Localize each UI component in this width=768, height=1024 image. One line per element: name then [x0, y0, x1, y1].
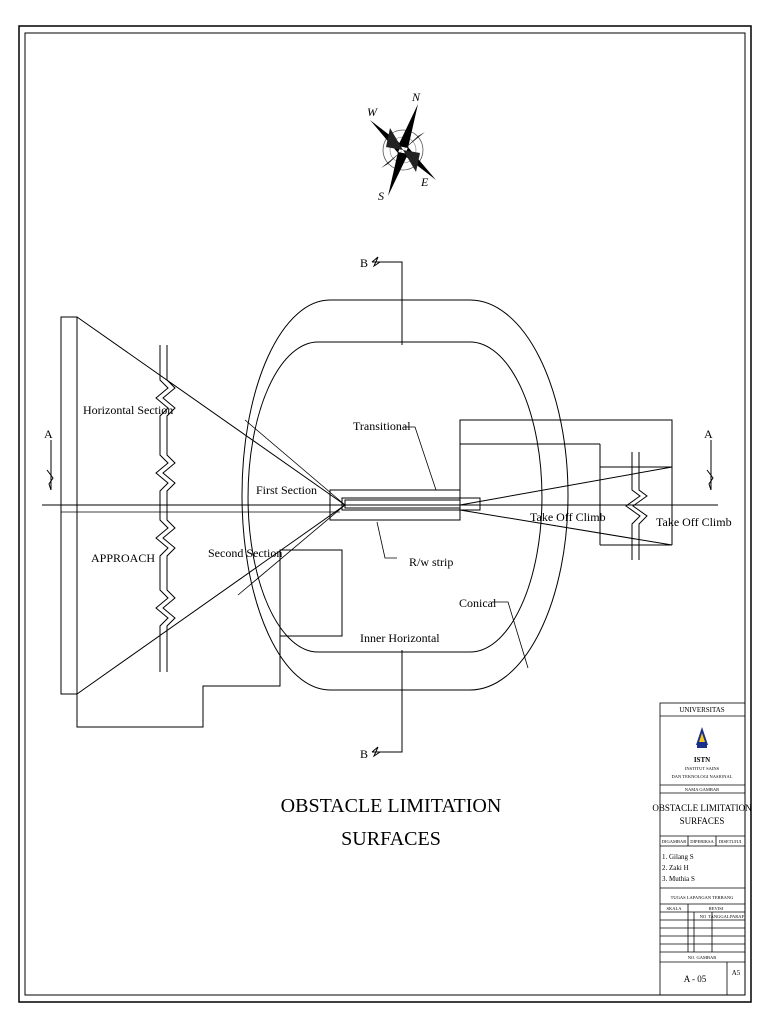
- tb-drawing-name-header: NAMA GAMBAR: [685, 787, 719, 792]
- tb-scale-header: SKALA: [666, 906, 682, 911]
- tb-rev-no: NO: [700, 914, 707, 919]
- tb-drawing-title-line2: SURFACES: [680, 816, 725, 826]
- tb-rev-date: TANGGAL: [708, 914, 730, 919]
- outer-border: [18, 25, 752, 1003]
- istn-logo-icon: [696, 727, 708, 748]
- tb-rev-initial: PARAF: [730, 914, 745, 919]
- tb-sheet-no: A - 05: [684, 974, 707, 984]
- runway-strip: [329, 489, 481, 521]
- label-conical: Conical: [459, 596, 497, 610]
- section-cut-a: [46, 440, 714, 491]
- tb-sheet-no-header: NO. GAMBAR: [688, 955, 717, 960]
- section-b-bottom-label: B: [360, 747, 368, 761]
- take-off-climb-surface: [459, 419, 673, 546]
- label-horizontal-section: Horizontal Section: [83, 403, 173, 417]
- label-approach: APPROACH: [91, 551, 155, 565]
- compass-west-label: W: [367, 105, 378, 119]
- tb-member-2: 2. Zaki H: [662, 864, 689, 872]
- label-first-section: First Section: [256, 483, 317, 497]
- section-b-top-label: B: [360, 256, 368, 270]
- label-rw-strip: R/w strip: [409, 555, 453, 569]
- leader-lines: [376, 426, 529, 669]
- inner-horizontal-boundary: [247, 341, 543, 653]
- label-transitional: Transitional: [353, 419, 411, 433]
- tb-institute-line1: INSTITUT SAINS: [685, 766, 720, 771]
- tb-col-drawn: DIGAMBAR: [662, 839, 687, 844]
- tb-revision-header: REVISI: [709, 906, 724, 911]
- tb-university-header: UNIVERSITAS: [679, 706, 724, 714]
- conical-outer-boundary: [241, 299, 569, 691]
- transitional-surface: [237, 419, 346, 596]
- tb-logo-text: ISTN: [694, 756, 710, 764]
- inner-border: [24, 32, 746, 996]
- tb-col-checked: DIPERIKSA: [690, 839, 714, 844]
- compass-east-label: E: [420, 175, 429, 189]
- approach-surface: [60, 316, 346, 728]
- tb-drawing-title-line1: OBSTACLE LIMITATION: [652, 803, 752, 813]
- section-a-left-label: A: [44, 427, 53, 441]
- tb-institute-line2: DAN TEKNOLOGI NASIONAL: [672, 774, 733, 779]
- title-block: [659, 702, 746, 996]
- tb-member-1: 1. Gilang S: [662, 853, 694, 861]
- drawing-title-line1: OBSTACLE LIMITATION: [281, 795, 502, 817]
- compass-north-label: N: [411, 90, 421, 104]
- label-second-section: Second Section: [208, 546, 282, 560]
- tb-col-approved: DISETUJUI: [719, 839, 742, 844]
- tb-member-3: 3. Muthia S: [662, 875, 695, 883]
- tb-paper-size: A5: [732, 969, 741, 977]
- tb-assignment: TUGAS LAPANGAN TERBANG: [671, 895, 735, 900]
- drawing-title-line2: SURFACES: [341, 828, 441, 850]
- section-a-right-label: A: [704, 427, 713, 441]
- compass-south-label: S: [378, 189, 384, 203]
- label-take-off-climb-1: Take Off Climb: [530, 510, 606, 524]
- label-take-off-climb-2: Take Off Climb: [656, 515, 732, 529]
- label-inner-horizontal: Inner Horizontal: [360, 631, 440, 645]
- section-cut-b: [371, 256, 403, 758]
- surface-outlines: [241, 299, 569, 691]
- compass-rose-icon: N E S W: [367, 90, 436, 203]
- break-lines: [155, 345, 648, 672]
